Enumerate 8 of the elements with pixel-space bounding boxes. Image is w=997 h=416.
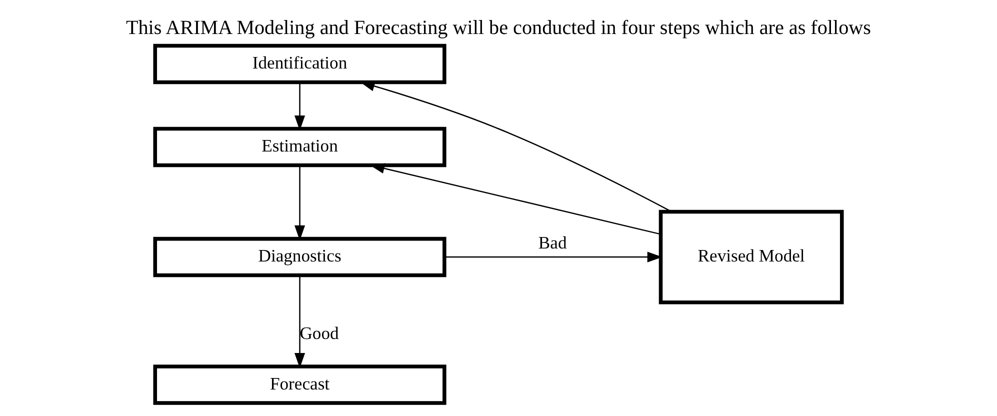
diagram-title: This ARIMA Modeling and Forecasting will be conducted in four steps which are as follows — [126, 17, 872, 40]
node-box: Estimation — [153, 126, 446, 168]
node-box: Revised Model — [658, 210, 844, 304]
edge-label: Bad — [538, 232, 567, 252]
node-box: Identification — [153, 44, 446, 84]
node-box: Forecast — [153, 364, 446, 405]
edge-label: Good — [300, 323, 339, 344]
node-box: Diagnostics — [153, 236, 446, 278]
